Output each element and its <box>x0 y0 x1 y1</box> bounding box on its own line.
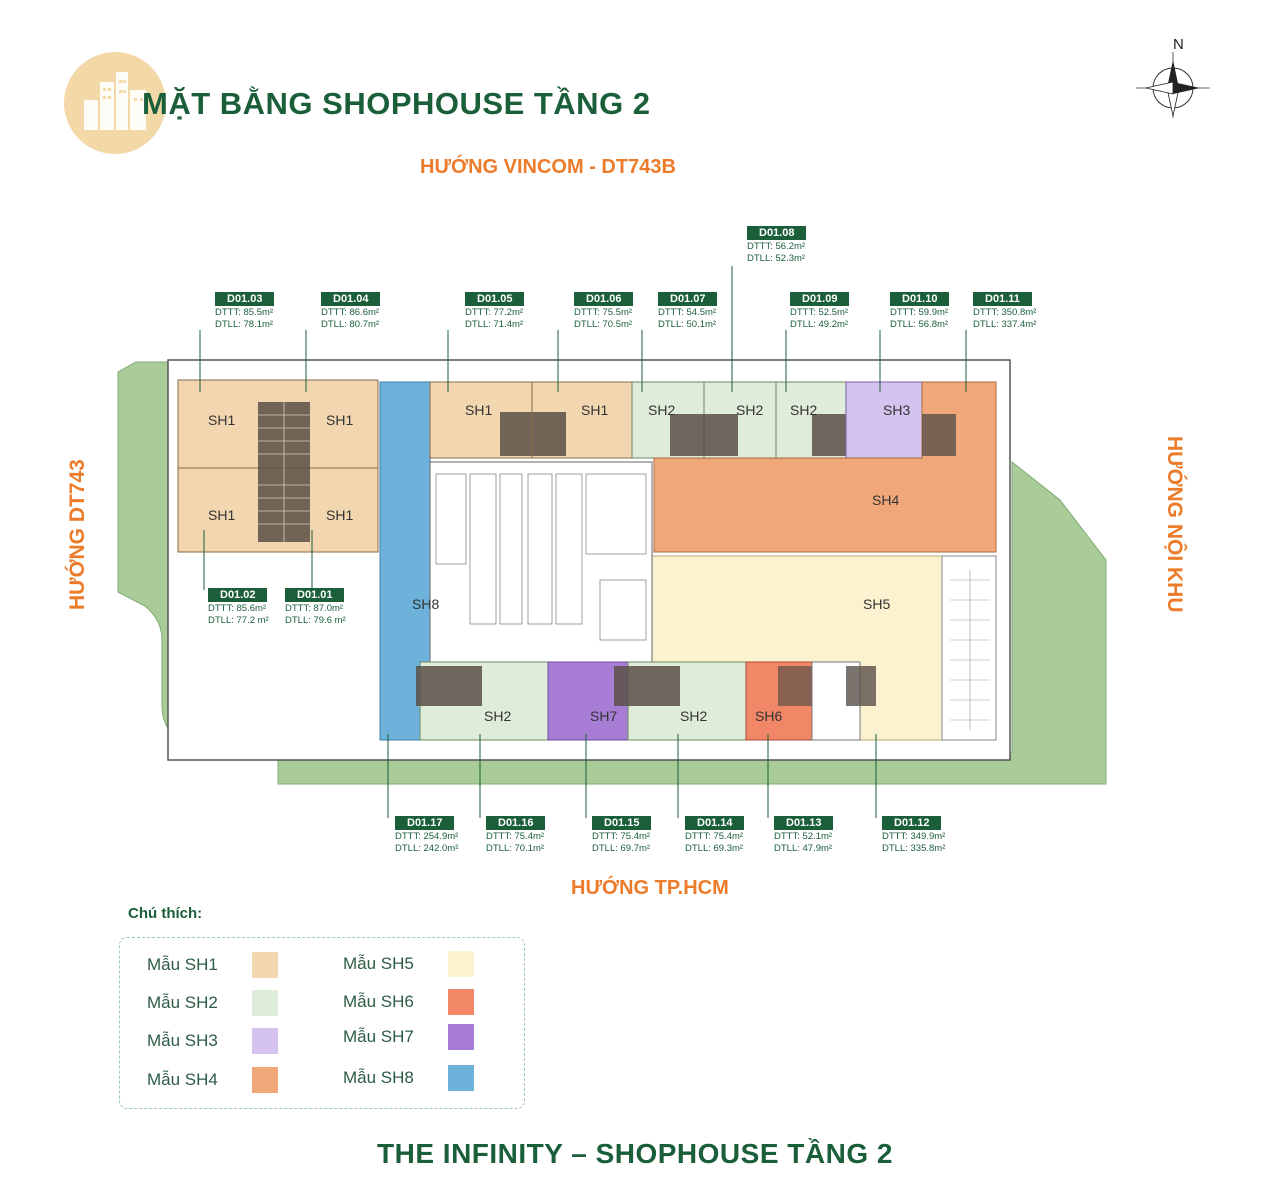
shop-label: SH8 <box>412 596 440 612</box>
legend-swatch <box>448 989 474 1015</box>
legend-item: Mẫu SH2 <box>147 990 278 1016</box>
legend-swatch <box>252 1028 278 1054</box>
legend-title: Chú thích: <box>128 905 203 922</box>
core-area <box>429 461 653 663</box>
shop-label: SH1 <box>581 402 609 418</box>
shop-label: SH6 <box>755 708 783 724</box>
legend-swatch <box>448 951 474 977</box>
footer-title: THE INFINITY – SHOPHOUSE TẦNG 2 <box>377 1138 893 1169</box>
direction-top: HƯỚNG VINCOM - DT743B <box>420 156 676 178</box>
sh3-block <box>845 381 923 459</box>
shop-label: SH1 <box>326 412 354 428</box>
compass-icon <box>1132 38 1214 120</box>
legend-item: Mẫu SH8 <box>343 1065 474 1091</box>
shop-label: SH1 <box>465 402 493 418</box>
shop-label: SH1 <box>326 507 354 523</box>
legend-item: Mẫu SH7 <box>343 1024 474 1050</box>
legend-item: Mẫu SH6 <box>343 989 474 1015</box>
legend-item: Mẫu SH5 <box>343 951 474 977</box>
page-title: MẶT BẰNG SHOPHOUSE TẦNG 2 <box>142 86 651 121</box>
legend-item: Mẫu SH1 <box>147 952 278 978</box>
legend-swatch <box>448 1065 474 1091</box>
shop-label: SH1 <box>208 507 236 523</box>
shop-label: SH2 <box>680 708 708 724</box>
shop-label: SH3 <box>883 402 911 418</box>
shop-label: SH1 <box>208 412 236 428</box>
direction-bottom: HƯỚNG TP.HCM <box>571 877 729 899</box>
shop-label: SH5 <box>863 596 891 612</box>
shop-label: SH4 <box>872 492 900 508</box>
compass-north-label: N <box>1173 36 1184 53</box>
city-logo-icon <box>64 52 166 154</box>
shop-label: SH7 <box>590 708 618 724</box>
legend-swatch <box>252 952 278 978</box>
shop-label: SH2 <box>790 402 818 418</box>
legend-swatch <box>448 1024 474 1050</box>
legend-item: Mẫu SH4 <box>147 1067 278 1093</box>
shop-label: SH2 <box>736 402 764 418</box>
sh4-block <box>653 381 997 553</box>
sh2-top-block <box>631 381 847 459</box>
legend-box <box>119 937 525 1109</box>
legend-swatch <box>252 1067 278 1093</box>
legend-swatch <box>252 990 278 1016</box>
shop-label: SH2 <box>484 708 512 724</box>
legend-item: Mẫu SH3 <box>147 1028 278 1054</box>
shop-label: SH2 <box>648 402 676 418</box>
